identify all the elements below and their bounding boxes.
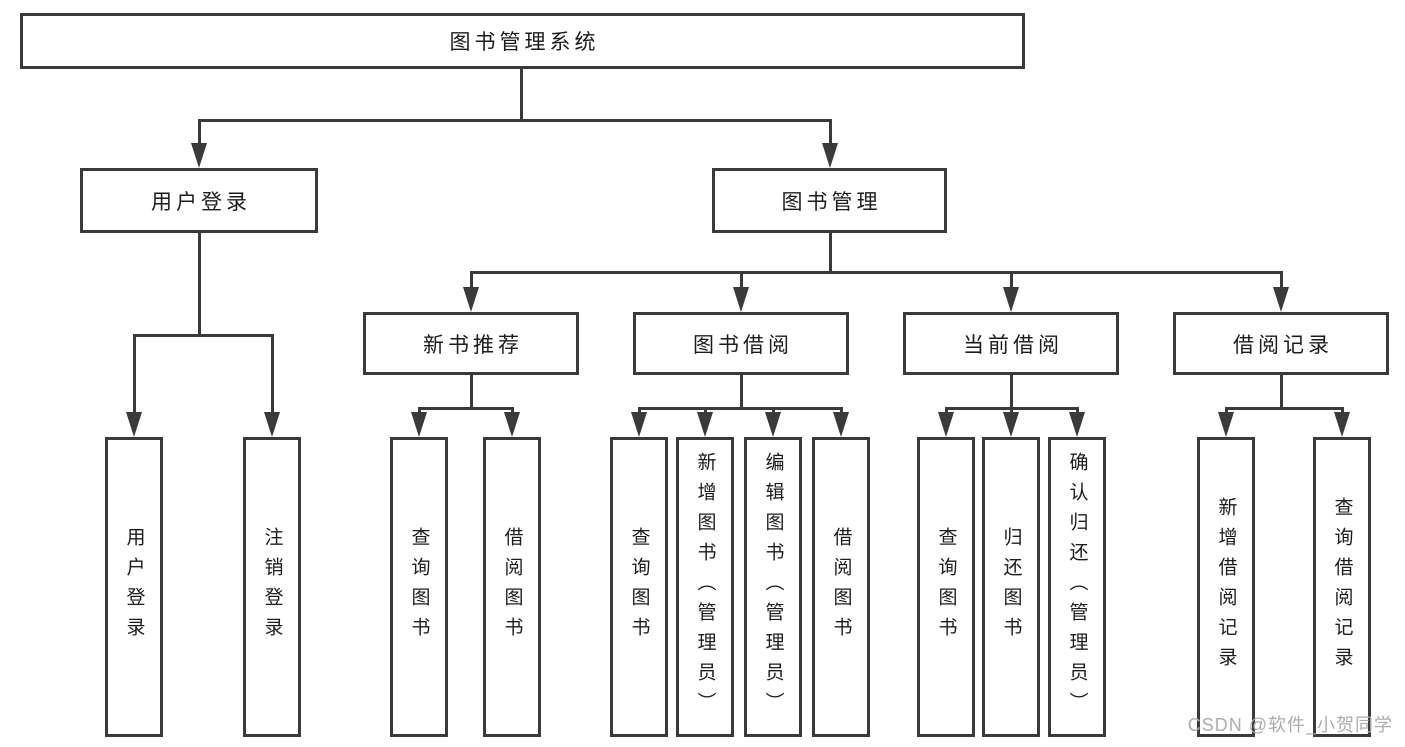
leaf-label: 新增借阅记录 (1215, 497, 1237, 677)
leaf-label: 查询图书 (935, 527, 957, 647)
leaf-label: 新增图书（管理员） (694, 452, 716, 722)
leaf-label: 查询图书 (408, 527, 430, 647)
arrowhead-down-icon (504, 412, 520, 437)
leaf-label: 用户登录 (123, 527, 145, 647)
connector-line (418, 407, 514, 410)
connector-line (740, 271, 743, 291)
connector-line (638, 407, 843, 410)
node-label: 借阅记录 (1233, 333, 1333, 357)
node-library-management-system: 图书管理系统 (20, 13, 1025, 69)
arrowhead-down-icon (1069, 412, 1085, 437)
connector-line (198, 233, 201, 336)
arrowhead-down-icon (765, 412, 781, 437)
connector-line (1010, 271, 1013, 291)
connector-line (1076, 407, 1079, 415)
connector-line (1280, 271, 1283, 291)
node-label: 当前借阅 (963, 333, 1063, 357)
connector-line (945, 407, 948, 415)
connector-line (470, 271, 1283, 274)
arrowhead-down-icon (191, 143, 207, 168)
node-label: 图书借阅 (693, 333, 793, 357)
arrowhead-down-icon (411, 412, 427, 437)
arrowhead-down-icon (631, 412, 647, 437)
connector-line (829, 119, 832, 147)
node-current-borrowing: 当前借阅 (903, 312, 1119, 375)
arrowhead-down-icon (1273, 287, 1289, 312)
arrowhead-down-icon (938, 412, 954, 437)
connector-line (418, 407, 421, 415)
connector-line (1341, 407, 1344, 415)
connector-line (520, 69, 523, 120)
arrowhead-down-icon (1334, 412, 1350, 437)
leaf-user-login: 用户登录 (105, 437, 163, 737)
connector-line (740, 375, 743, 409)
connector-line (133, 334, 274, 337)
leaf-label: 注销登录 (261, 527, 283, 647)
connector-line (772, 407, 775, 415)
connector-line (198, 119, 832, 122)
connector-line (511, 407, 514, 415)
arrowhead-down-icon (1003, 287, 1019, 312)
node-user-login: 用户登录 (80, 168, 318, 233)
connector-line (198, 119, 201, 147)
connector-line (840, 407, 843, 415)
leaf-label: 查询借阅记录 (1331, 497, 1353, 677)
leaf-add-borrow-record: 新增借阅记录 (1197, 437, 1255, 737)
arrowhead-down-icon (697, 412, 713, 437)
leaf-edit-books-admin: 编辑图书（管理员） (744, 437, 802, 737)
connector-line (470, 375, 473, 409)
node-borrowing-records: 借阅记录 (1173, 312, 1389, 375)
node-book-management: 图书管理 (712, 168, 947, 233)
leaf-query-books-recommend: 查询图书 (390, 437, 448, 737)
connector-line (1225, 407, 1343, 410)
leaf-logout: 注销登录 (243, 437, 301, 737)
arrowhead-down-icon (1003, 412, 1019, 437)
arrowhead-down-icon (1218, 412, 1234, 437)
csdn-watermark: CSDN @软件_小贺同学 (1187, 715, 1393, 735)
leaf-borrow-books: 借阅图书 (812, 437, 870, 737)
node-label: 用户登录 (151, 190, 251, 214)
node-new-book-recommend: 新书推荐 (363, 312, 579, 375)
connector-line (1280, 375, 1283, 409)
leaf-confirm-return-admin: 确认归还（管理员） (1048, 437, 1106, 737)
connector-line (470, 271, 473, 291)
connector-line (133, 334, 136, 414)
leaf-label: 确认归还（管理员） (1066, 452, 1088, 722)
connector-line (1010, 375, 1013, 409)
arrowhead-down-icon (833, 412, 849, 437)
leaf-query-borrow-record: 查询借阅记录 (1313, 437, 1371, 737)
leaf-label: 借阅图书 (501, 527, 523, 647)
node-label: 图书管理系统 (449, 31, 600, 54)
node-label: 图书管理 (781, 190, 882, 214)
leaf-label: 编辑图书（管理员） (762, 452, 784, 722)
leaf-label: 查询图书 (628, 527, 650, 647)
node-book-borrowing: 图书借阅 (633, 312, 849, 375)
leaf-add-books-admin: 新增图书（管理员） (676, 437, 734, 737)
leaf-query-books-borrowing: 查询图书 (610, 437, 668, 737)
connector-line (271, 334, 274, 414)
arrowhead-down-icon (733, 287, 749, 312)
node-label: 新书推荐 (423, 333, 523, 357)
connector-line (829, 233, 832, 274)
leaf-query-books-current: 查询图书 (917, 437, 975, 737)
connector-line (1010, 407, 1013, 415)
arrowhead-down-icon (126, 412, 142, 437)
arrowhead-down-icon (463, 287, 479, 312)
leaf-label: 归还图书 (1000, 527, 1022, 647)
leaf-borrow-books-recommend: 借阅图书 (483, 437, 541, 737)
leaf-return-books: 归还图书 (982, 437, 1040, 737)
connector-line (638, 407, 641, 415)
leaf-label: 借阅图书 (830, 527, 852, 647)
arrowhead-down-icon (822, 143, 838, 168)
connector-line (704, 407, 707, 415)
arrowhead-down-icon (264, 412, 280, 437)
connector-line (1225, 407, 1228, 415)
